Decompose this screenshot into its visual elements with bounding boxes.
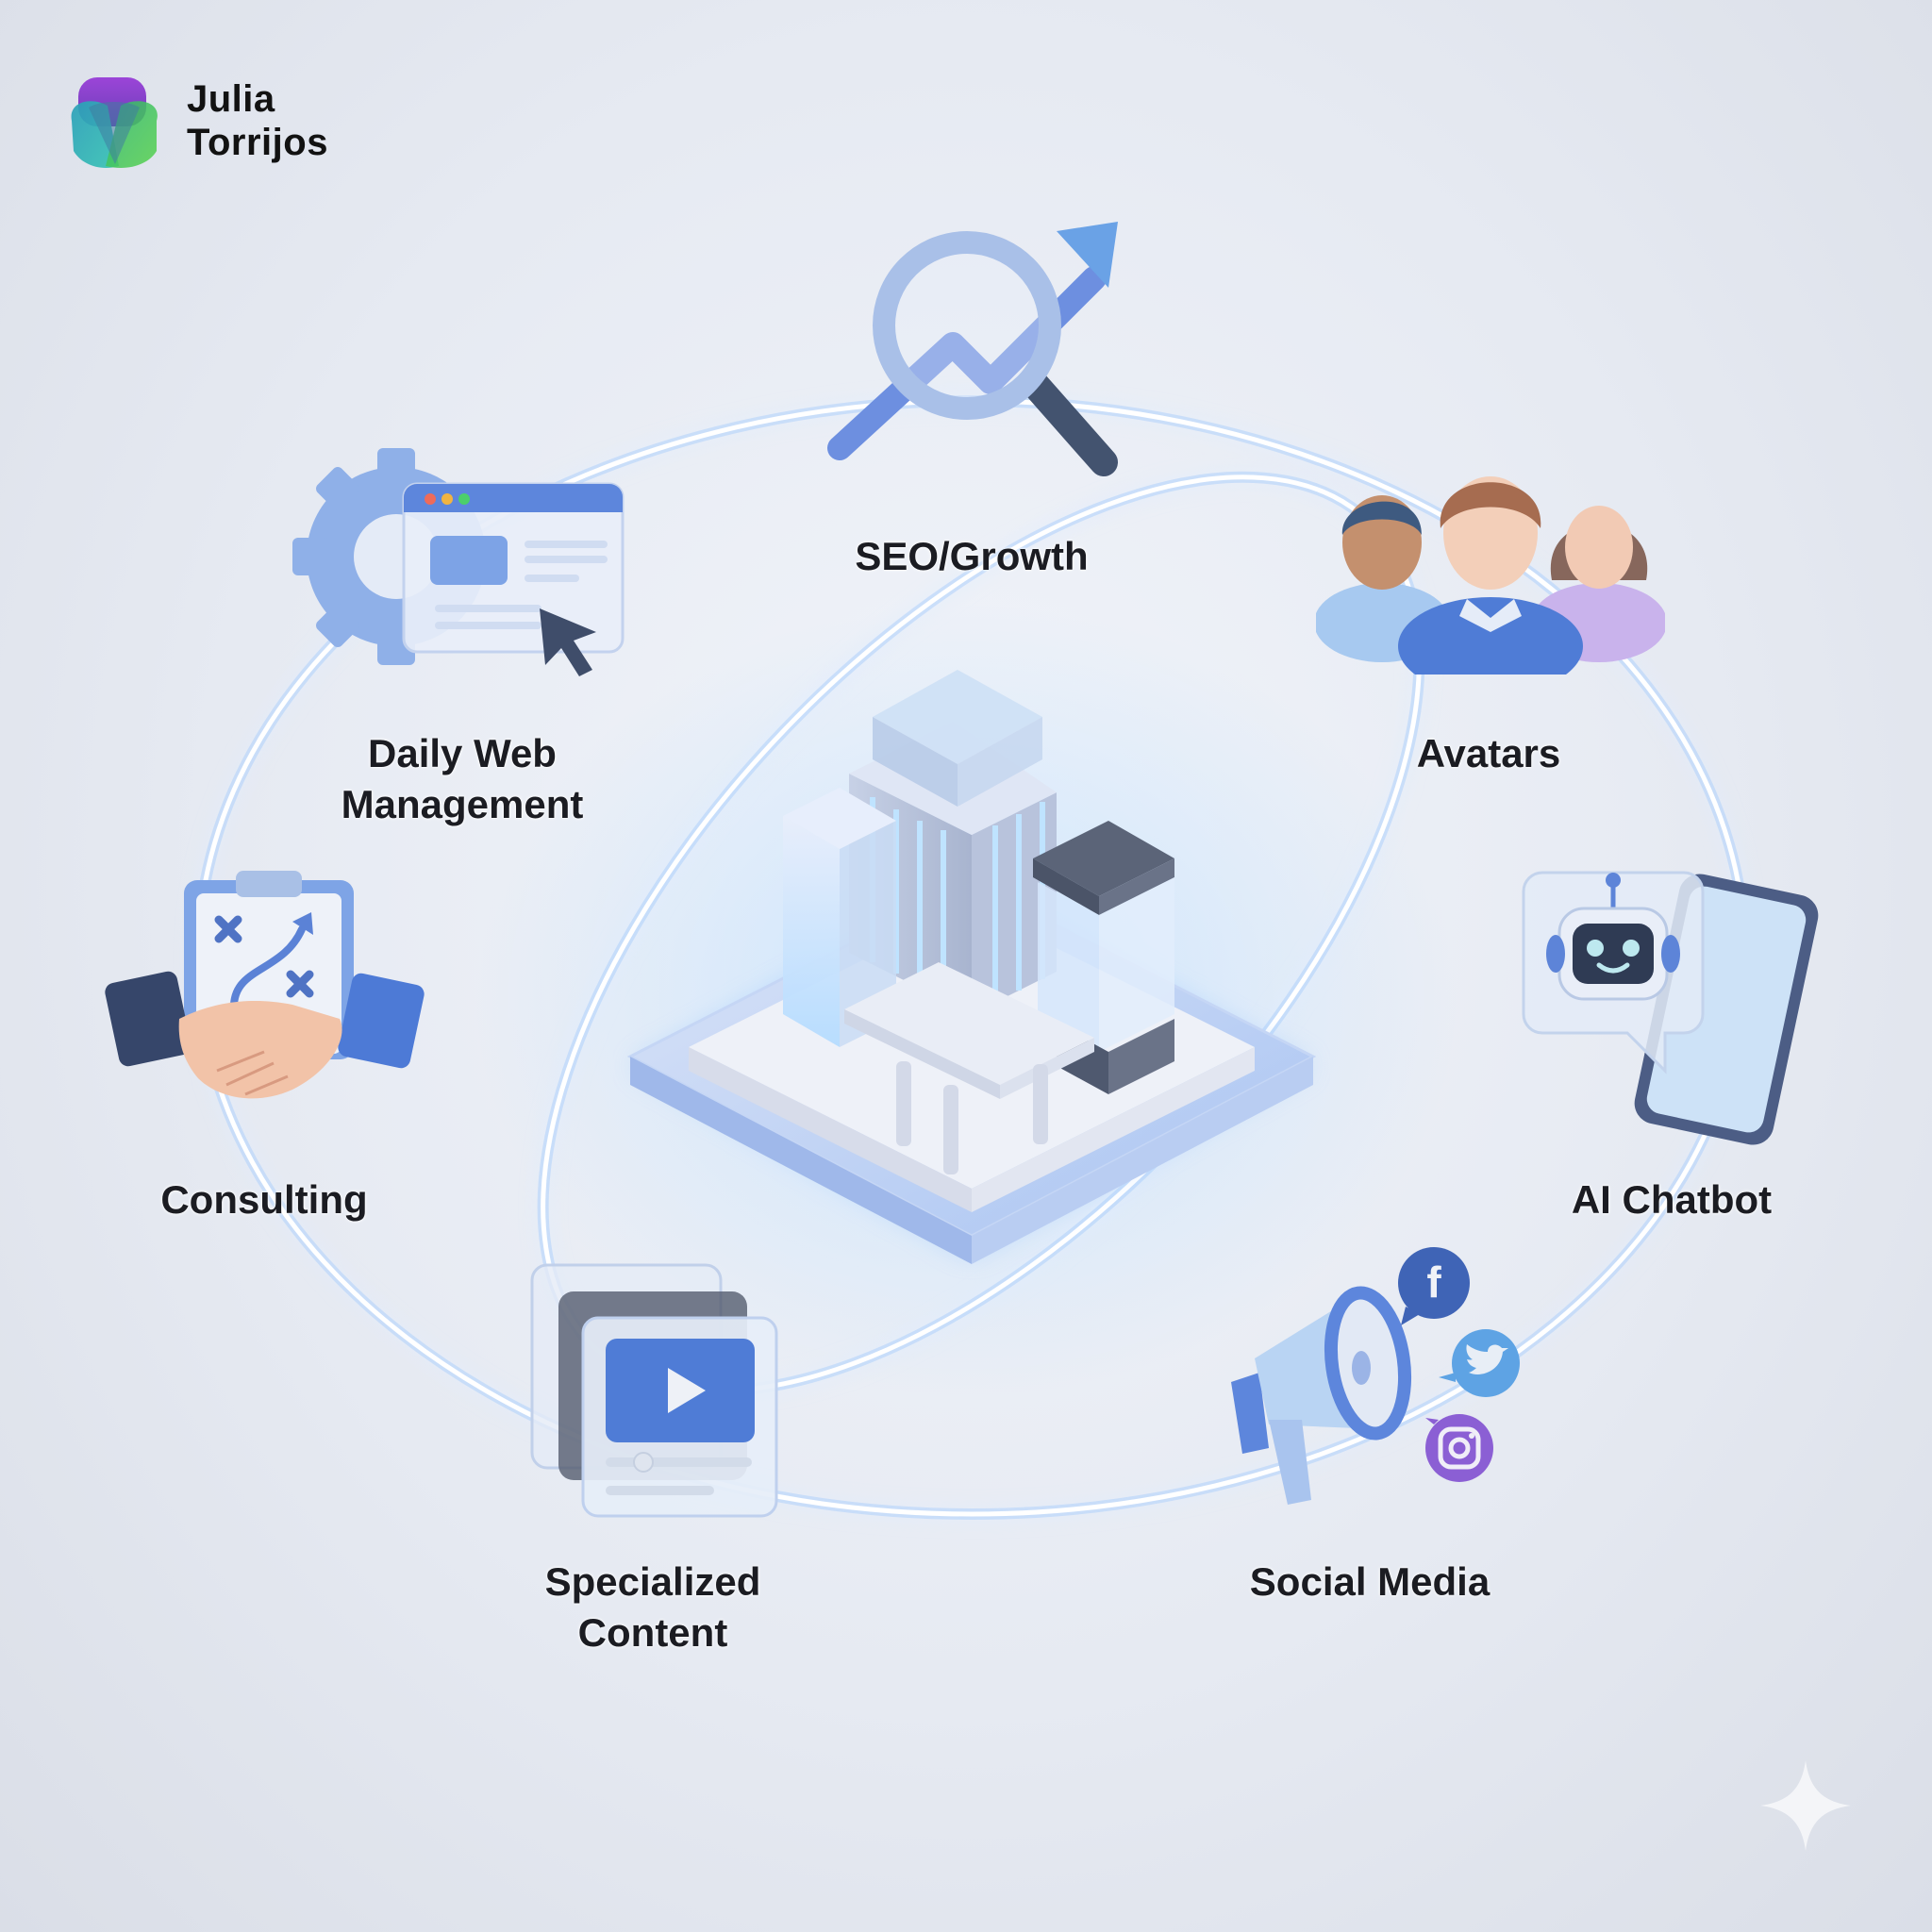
label-line: Social Media xyxy=(1249,1559,1491,1604)
twitter-badge-icon xyxy=(1439,1329,1520,1397)
service-label-web-management: Daily Web Management xyxy=(341,728,584,830)
brand-name: Julia Torrijos xyxy=(187,77,328,164)
service-label-seo: SEO/Growth xyxy=(855,531,1088,582)
handshake-clipboard-icon xyxy=(105,871,425,1099)
label-line: Consulting xyxy=(160,1177,368,1222)
brand-name-line2: Torrijos xyxy=(187,122,328,163)
label-line: Avatars xyxy=(1416,731,1561,775)
service-label-avatars: Avatars xyxy=(1417,728,1561,779)
service-label-consulting: Consulting xyxy=(160,1174,367,1225)
service-label-ai-chatbot: AI Chatbot xyxy=(1572,1174,1772,1225)
gear-browser-cursor-icon xyxy=(292,448,625,676)
label-line: AI Chatbot xyxy=(1571,1177,1773,1222)
label-line: Content xyxy=(577,1610,728,1655)
logo-mark-icon xyxy=(71,77,158,169)
label-line: Daily Web xyxy=(368,731,557,775)
megaphone-social-icon: f xyxy=(1231,1247,1520,1505)
video-cards-icon xyxy=(530,1263,778,1518)
label-line: SEO/Growth xyxy=(855,534,1089,578)
sparkle-icon xyxy=(1760,1760,1851,1851)
label-line: Specialized xyxy=(544,1559,761,1604)
robot-phone-chat-icon xyxy=(1522,871,1819,1145)
brand-logo: Julia Torrijos xyxy=(62,74,364,177)
office-building-icon xyxy=(626,670,1317,1264)
service-label-specialized-content: Specialized Content xyxy=(545,1557,761,1658)
facebook-badge-icon: f xyxy=(1398,1247,1470,1325)
svg-text:f: f xyxy=(1426,1257,1441,1307)
label-line: Management xyxy=(341,782,584,826)
instagram-badge-icon xyxy=(1425,1414,1493,1482)
people-group-icon xyxy=(1316,476,1665,675)
magnifier-growth-arrow-icon xyxy=(827,222,1118,476)
service-label-social-media: Social Media xyxy=(1250,1557,1490,1607)
brand-name-line1: Julia xyxy=(187,78,275,120)
